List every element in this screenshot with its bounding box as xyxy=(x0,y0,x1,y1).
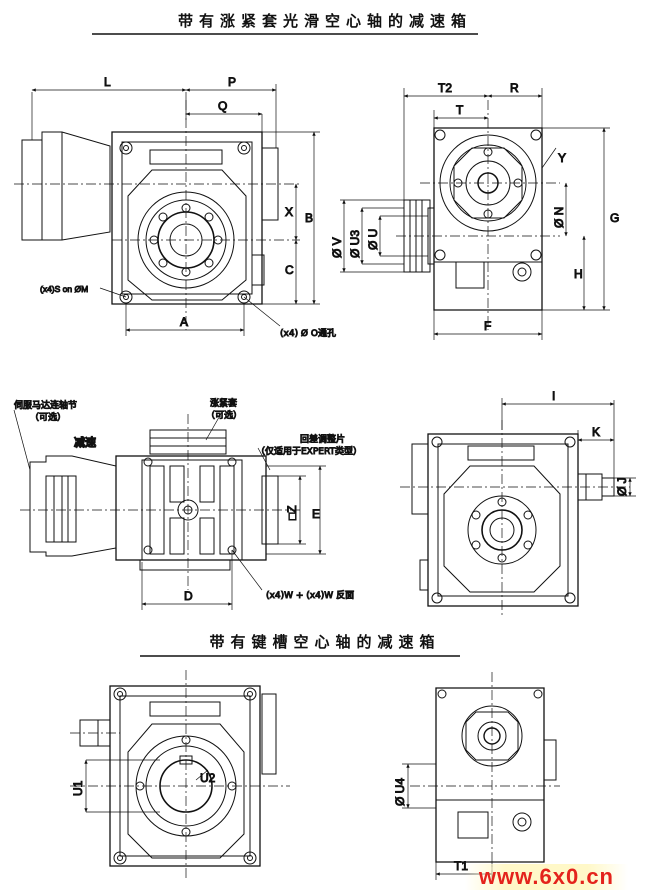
dim-U4: Ø U4 xyxy=(393,778,407,806)
heading-keyway: 带有键槽空心轴的减速箱 xyxy=(209,633,441,651)
dim-I: I xyxy=(552,389,555,403)
dim-E: E xyxy=(312,507,320,521)
dim-Y: Y xyxy=(558,151,566,165)
dim-L: L xyxy=(104,75,111,89)
label-reducer: 减速 xyxy=(74,435,96,449)
dim-U: Ø U xyxy=(366,229,380,250)
note-backlash-1: 回差调整片 xyxy=(300,433,345,445)
heading-shrink-disc: 带有涨紧套光滑空心轴的减速箱 xyxy=(177,12,472,30)
side-view-shrink-disc xyxy=(396,100,560,330)
note-backlash-2: （仅适用于EXPERT类型） xyxy=(256,445,362,457)
note-o-holes: (x4) Ø O通孔 xyxy=(280,328,336,339)
dim-H: H xyxy=(574,267,583,281)
dim-Z: □Z xyxy=(285,505,299,520)
note-coupling-1: 伺服马达连轴节 xyxy=(14,399,77,411)
top-view-shrink-disc xyxy=(20,414,300,590)
dim-N: Ø N xyxy=(552,207,566,228)
dim-G: G xyxy=(610,211,619,225)
dim-U1: U1 xyxy=(71,780,85,796)
dim-J: Ø J xyxy=(615,477,629,496)
dim-T: T xyxy=(456,103,464,117)
note-m-holes: (x4)S on ØM xyxy=(40,284,88,294)
note-shrink-1: 涨紧套 xyxy=(210,397,237,409)
dim-P: P xyxy=(228,75,236,89)
dim-X: X xyxy=(285,205,293,219)
side-view-keyway xyxy=(410,672,560,880)
dim-K: K xyxy=(592,425,600,439)
front-view-keyway xyxy=(70,670,290,880)
dim-U3: Ø U3 xyxy=(348,230,362,258)
dim-F: F xyxy=(484,319,491,333)
dim-A: A xyxy=(180,315,188,329)
dim-T2: T2 xyxy=(438,81,452,95)
dim-R: R xyxy=(510,81,519,95)
note-coupling-2: （可选） xyxy=(30,411,66,423)
dim-V: Ø V xyxy=(330,237,344,258)
rear-view-input-shaft xyxy=(400,420,630,616)
note-w-holes: (x4)W + (x4)W 反面 xyxy=(266,590,354,601)
dim-U2: U2 xyxy=(200,771,216,785)
dim-Q: Q xyxy=(218,99,227,113)
dim-D: D xyxy=(184,589,193,603)
front-view-shrink-disc xyxy=(14,100,300,330)
note-shrink-2: （可选） xyxy=(206,409,242,421)
watermark: www.6x0.cn xyxy=(464,864,628,890)
dim-B: B xyxy=(305,211,313,225)
dim-C: C xyxy=(285,263,294,277)
